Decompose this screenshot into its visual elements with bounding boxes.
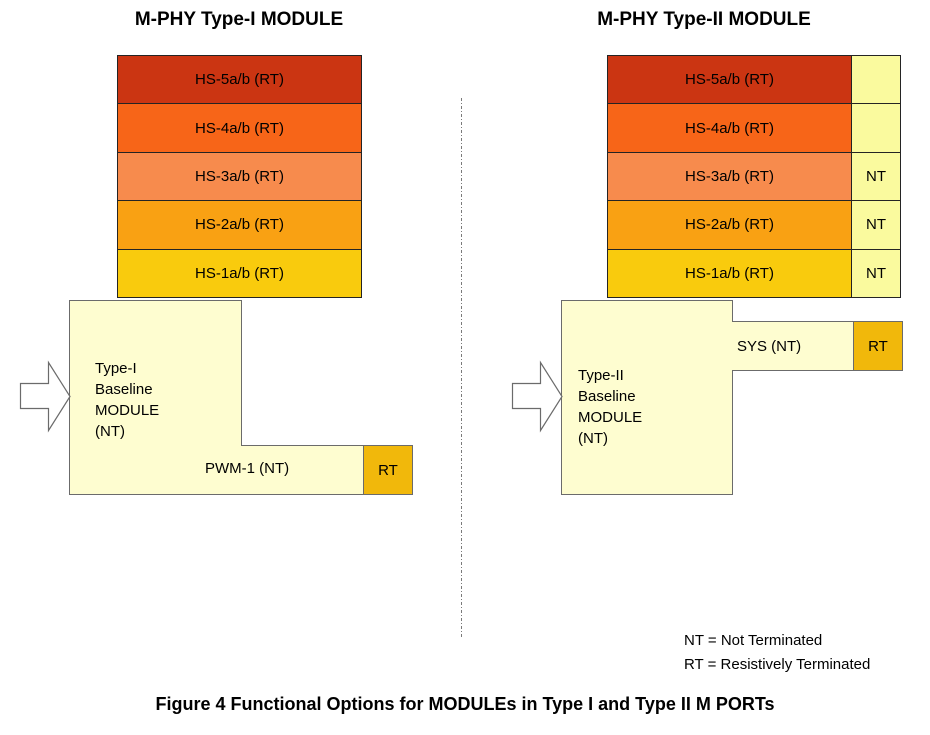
baseline-module-label-line: (NT) — [95, 423, 125, 440]
arrow-right-icon — [511, 360, 563, 433]
hs-gear-bar-1: HS-1a/b (RT) — [117, 248, 362, 299]
figure-caption: Figure 4 Functional Options for MODULEs … — [155, 694, 775, 714]
left-module-title: M-PHY Type-I MODULE — [134, 9, 344, 30]
baseline-module-label-line: Type-II — [578, 367, 624, 384]
hs-bar-row: HS-4a/b (RT) — [607, 103, 902, 153]
right-module-title: M-PHY Type-II MODULE — [597, 9, 811, 30]
hs-stack-left: HS-5a/b (RT)HS-4a/b (RT)HS-3a/b (RT)HS-2… — [117, 55, 362, 299]
nt-cell-5 — [851, 55, 901, 105]
nt-cell-4 — [851, 103, 901, 153]
hs-bar-row: HS-5a/b (RT) — [607, 55, 902, 105]
hs-gear-bar-2: HS-2a/b (RT) — [117, 200, 362, 250]
hs-bar-row: HS-4a/b (RT) — [117, 103, 362, 153]
hs-gear-bar-5: HS-5a/b (RT) — [607, 55, 852, 105]
legend-line-nt: NT = Not Terminated — [684, 632, 823, 649]
baseline-module-label-line: Baseline — [578, 388, 636, 405]
legend-line-rt: RT = Resistively Terminated — [684, 656, 871, 673]
hs-bar-row: HS-3a/b (RT)NT — [607, 151, 902, 202]
rt-box-right: RT — [853, 321, 903, 371]
arrow-right-icon — [19, 360, 71, 433]
sys-lane-label: SYS (NT) — [737, 338, 802, 355]
hs-bar-row: HS-2a/b (RT) — [117, 200, 362, 250]
legend: NT = Not Terminated RT = Resistively Ter… — [684, 629, 870, 677]
hs-bar-row: HS-3a/b (RT) — [117, 151, 362, 202]
hs-bar-row: HS-2a/b (RT)NT — [607, 200, 902, 250]
baseline-module-label-line: MODULE — [578, 409, 643, 426]
hs-bar-row: HS-5a/b (RT) — [117, 55, 362, 105]
rt-box-label: RT — [378, 461, 398, 479]
nt-cell-1: NT — [851, 248, 901, 299]
nt-cell-3: NT — [851, 151, 901, 202]
hs-bar-row: HS-1a/b (RT) — [117, 248, 362, 299]
hs-gear-bar-4: HS-4a/b (RT) — [607, 103, 852, 153]
hs-bar-row: HS-1a/b (RT)NT — [607, 248, 902, 299]
baseline-module-label-line: Type-I — [95, 360, 137, 377]
rt-box-label: RT — [868, 337, 888, 355]
nt-cell-2: NT — [851, 200, 901, 250]
rt-box-left: RT — [363, 445, 413, 495]
baseline-module-label-line: Baseline — [95, 381, 153, 398]
hs-gear-bar-3: HS-3a/b (RT) — [117, 151, 362, 202]
hs-gear-bar-1: HS-1a/b (RT) — [607, 248, 852, 299]
hs-gear-bar-5: HS-5a/b (RT) — [117, 55, 362, 105]
baseline-module-label-line: (NT) — [578, 430, 608, 447]
baseline-module-label-line: MODULE — [95, 402, 160, 419]
pwm1-lane-label: PWM-1 (NT) — [205, 460, 290, 477]
hs-gear-bar-3: HS-3a/b (RT) — [607, 151, 852, 202]
hs-gear-bar-2: HS-2a/b (RT) — [607, 200, 852, 250]
hs-gear-bar-4: HS-4a/b (RT) — [117, 103, 362, 153]
